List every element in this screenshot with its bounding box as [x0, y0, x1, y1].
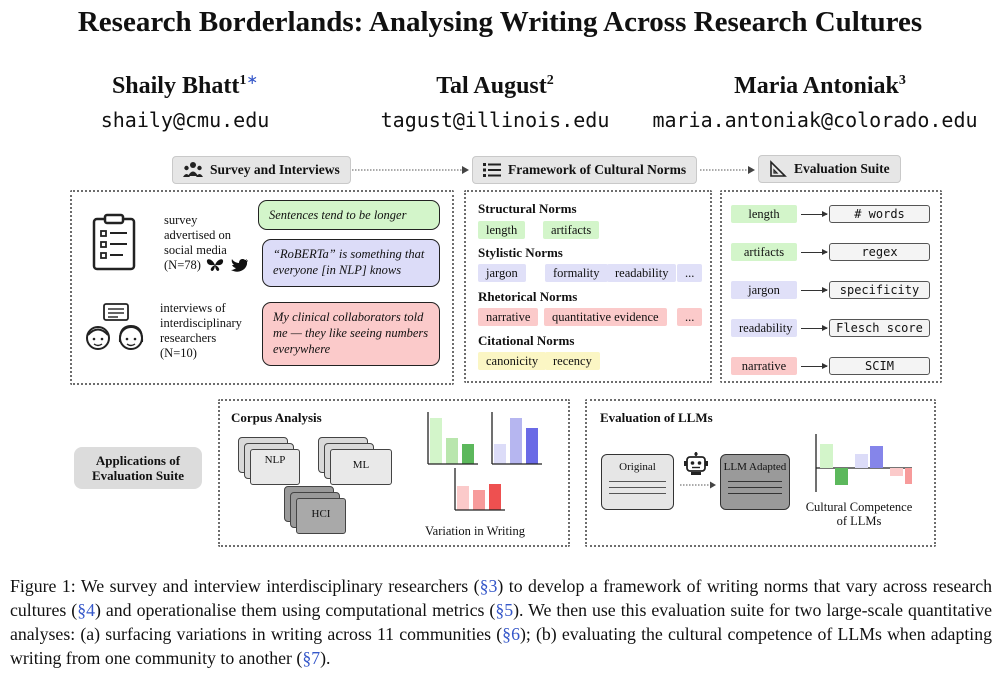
adapt-arrow	[680, 481, 716, 489]
variation-bar	[473, 490, 485, 510]
suite-metric: SCIM	[829, 357, 930, 375]
norm-tag: canonicity	[478, 352, 547, 370]
norm-tag: artifacts	[543, 221, 600, 239]
variation-bar	[430, 418, 442, 464]
author-name: Shaily Bhatt1∗	[111, 73, 259, 99]
norm-tag: ...	[677, 264, 703, 282]
corpus-panel	[218, 399, 570, 547]
section-link[interactable]: §4	[77, 600, 95, 620]
norm-heading: Structural Norms	[478, 201, 577, 216]
variation-bar	[446, 438, 458, 464]
mapping-arrow	[801, 363, 828, 369]
norm-tag: formality	[545, 264, 608, 282]
framework-header: Framework of Cultural Norms	[472, 156, 698, 184]
norm-tag: recency	[545, 352, 600, 370]
suite-norm: artifacts	[731, 243, 797, 261]
competence-label: Cultural Competence of LLMs	[805, 500, 913, 528]
variation-bar	[526, 428, 538, 464]
competence-bar	[905, 468, 912, 484]
survey-header: Survey and Interviews	[172, 156, 351, 184]
mapping-arrow	[801, 249, 828, 255]
interview-description: interviews of interdisciplinary research…	[160, 301, 242, 360]
llm-title: Evaluation of LLMs	[600, 410, 713, 425]
norm-tag: length	[478, 221, 526, 239]
mapping-arrow	[801, 287, 828, 293]
doc-label-hci: HCI	[296, 498, 346, 534]
author-email[interactable]: tagust@illinois.edu	[380, 108, 610, 132]
evaluation-header: Evaluation Suite	[758, 155, 901, 183]
applications-label: Applications of Evaluation Suite	[74, 447, 202, 489]
variation-bar	[462, 444, 474, 464]
adapted-doc: LLM Adapted	[720, 454, 790, 510]
affiliation-mark: 1∗	[239, 73, 259, 88]
competence-bar	[855, 454, 868, 468]
variation-bar-charts	[427, 412, 542, 511]
quote-bubble: Sentences tend to be longer	[258, 200, 440, 230]
clipboard-icon	[92, 213, 136, 271]
framework-panel	[464, 190, 712, 383]
quote-bubble: “RoBERTa” is something that everyone [in…	[262, 239, 440, 287]
figure-caption: Figure 1: We survey and interview interd…	[10, 576, 992, 668]
affiliation-mark: 2	[546, 73, 554, 88]
norm-tag: quantitative evidence	[544, 308, 667, 326]
norm-heading: Stylistic Norms	[478, 245, 563, 260]
quote-bubble: My clinical collaborators told me — they…	[262, 302, 440, 366]
survey-panel	[70, 190, 454, 385]
evaluation-panel	[720, 190, 942, 383]
researchers-icon	[86, 303, 144, 350]
section-link[interactable]: §5	[495, 600, 514, 620]
norm-tag: narrative	[478, 308, 539, 326]
butterfly-icon	[206, 259, 224, 271]
author-email[interactable]: maria.antoniak@colorado.edu	[652, 108, 978, 132]
doc-label-nlp: NLP	[250, 449, 300, 485]
competence-bar	[870, 446, 883, 468]
original-doc: Original	[601, 454, 674, 510]
author-name: Tal August2	[436, 73, 554, 99]
suite-norm: jargon	[731, 281, 797, 299]
llm-panel	[585, 399, 936, 547]
affiliation-mark: 3	[898, 73, 906, 88]
author-email[interactable]: shaily@cmu.edu	[100, 108, 270, 132]
mapping-arrow	[801, 211, 828, 217]
section-link[interactable]: §6	[502, 624, 520, 644]
variation-bar	[489, 484, 501, 510]
corpus-title: Corpus Analysis	[231, 410, 322, 425]
suite-norm: length	[731, 205, 797, 223]
competence-bar	[820, 444, 833, 468]
mapping-arrow	[801, 325, 828, 331]
norm-tag: ...	[677, 308, 703, 326]
paper-title: Research Borderlands: Analysing Writing …	[77, 6, 923, 38]
variation-bar	[494, 444, 506, 464]
competence-bar	[890, 468, 903, 476]
variation-bar	[457, 486, 469, 510]
suite-metric: Flesch score	[829, 319, 930, 337]
doc-label-ml: ML	[330, 449, 392, 485]
norm-tag: readability	[607, 264, 677, 282]
suite-norm: narrative	[731, 357, 797, 375]
survey-description: survey advertised on social media (N=78)	[164, 213, 231, 272]
norm-tag: jargon	[478, 264, 526, 282]
norm-heading: Citational Norms	[478, 333, 575, 348]
competence-bar	[835, 468, 848, 485]
suite-norm: readability	[731, 319, 797, 337]
robot-icon	[684, 452, 708, 475]
bird-icon	[231, 259, 248, 272]
list-icon	[483, 163, 501, 177]
norm-heading: Rhetorical Norms	[478, 289, 578, 304]
competence-chart	[815, 434, 912, 492]
suite-metric: specificity	[829, 281, 930, 299]
suite-metric: regex	[829, 243, 930, 261]
variation-label: Variation in Writing	[425, 524, 525, 538]
section-link[interactable]: §7	[302, 648, 321, 668]
ruler-triangle-icon	[770, 160, 787, 177]
section-link[interactable]: §3	[479, 576, 498, 596]
suite-metric: # words	[829, 205, 930, 223]
variation-bar	[510, 418, 522, 464]
people-icon	[183, 162, 203, 177]
author-name: Maria Antoniak3	[734, 73, 906, 99]
